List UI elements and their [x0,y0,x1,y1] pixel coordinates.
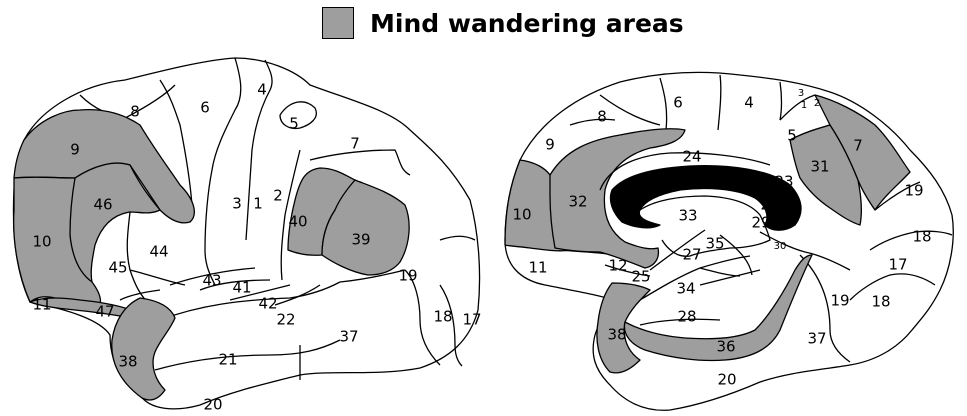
medial-area-label: 38 [607,326,626,344]
lateral-area-label: 38 [118,353,137,371]
lateral-brain-view [13,58,479,409]
medial-area-label: 23 [774,173,793,191]
lateral-area-label: 6 [200,99,210,117]
medial-area-label: 25 [631,268,650,286]
lateral-area-label: 47 [95,303,114,321]
lateral-area-label: 43 [202,272,221,290]
lateral-area-label: 44 [149,243,168,261]
medial-area-label: 27 [682,246,701,264]
medial-area-label: 4 [744,94,754,112]
lateral-area-label: 17 [462,311,481,329]
lateral-area-label: 20 [203,396,222,414]
medial-area-label: 36 [716,338,735,356]
lateral-area-label: 2 [273,187,283,205]
lateral-area-label: 5 [289,115,299,133]
medial-area-label: 19 [830,292,849,310]
medial-area-label: 17 [888,256,907,274]
lateral-area-label: 19 [398,267,417,285]
medial-area-label: 2 [814,98,820,109]
medial-area-label: 31 [810,158,829,176]
medial-area-label: 19 [904,182,923,200]
lateral-area-label: 11 [32,296,51,314]
medial-area-label: 26 [760,196,779,214]
lateral-area-label: 21 [218,351,237,369]
lateral-area-label: 8 [130,103,140,121]
lateral-area-label: 40 [288,213,307,231]
lateral-area-label: 10 [32,233,51,251]
medial-area-label: 11 [528,259,547,277]
medial-area-label: 7 [853,137,863,155]
medial-area-label: 12 [608,257,627,275]
medial-area-label: 32 [568,193,587,211]
lateral-area-label: 1 [253,195,263,213]
medial-area-label: 10 [512,206,531,224]
medial-area-label: 28 [677,308,696,326]
medial-area-label: 6 [673,94,683,112]
lateral-area-label: 18 [433,308,452,326]
lateral-area-label: 4 [257,81,267,99]
medial-area-label: 3 [798,88,804,99]
medial-area-label: 9 [545,136,555,154]
medial-area-label: 18 [912,228,931,246]
lateral-area-label: 41 [232,279,251,297]
lateral-area-label: 39 [351,231,370,249]
lateral-area-label: 45 [108,259,127,277]
medial-area-label: 5 [787,127,797,145]
medial-area-label: 33 [678,207,697,225]
medial-area-label: 34 [676,280,695,298]
medial-area-label: 18 [871,293,890,311]
lateral-area-label: 7 [350,135,360,153]
medial-area-label: 1 [801,100,807,111]
lateral-area-label: 42 [258,295,277,313]
medial-brain-view [505,72,953,410]
lateral-area-label: 9 [70,141,80,159]
lateral-area-label: 46 [93,196,112,214]
medial-area-label: 24 [682,148,701,166]
lateral-area-label: 22 [276,311,295,329]
medial-area-label: 30 [774,241,787,252]
medial-area-label: 37 [807,330,826,348]
medial-area-label: 35 [705,235,724,253]
medial-area-label: 20 [717,371,736,389]
medial-area-label: 29 [751,214,770,232]
medial-area-label: 8 [597,108,607,126]
lateral-area-label: 3 [232,195,242,213]
lateral-area-label: 37 [339,328,358,346]
